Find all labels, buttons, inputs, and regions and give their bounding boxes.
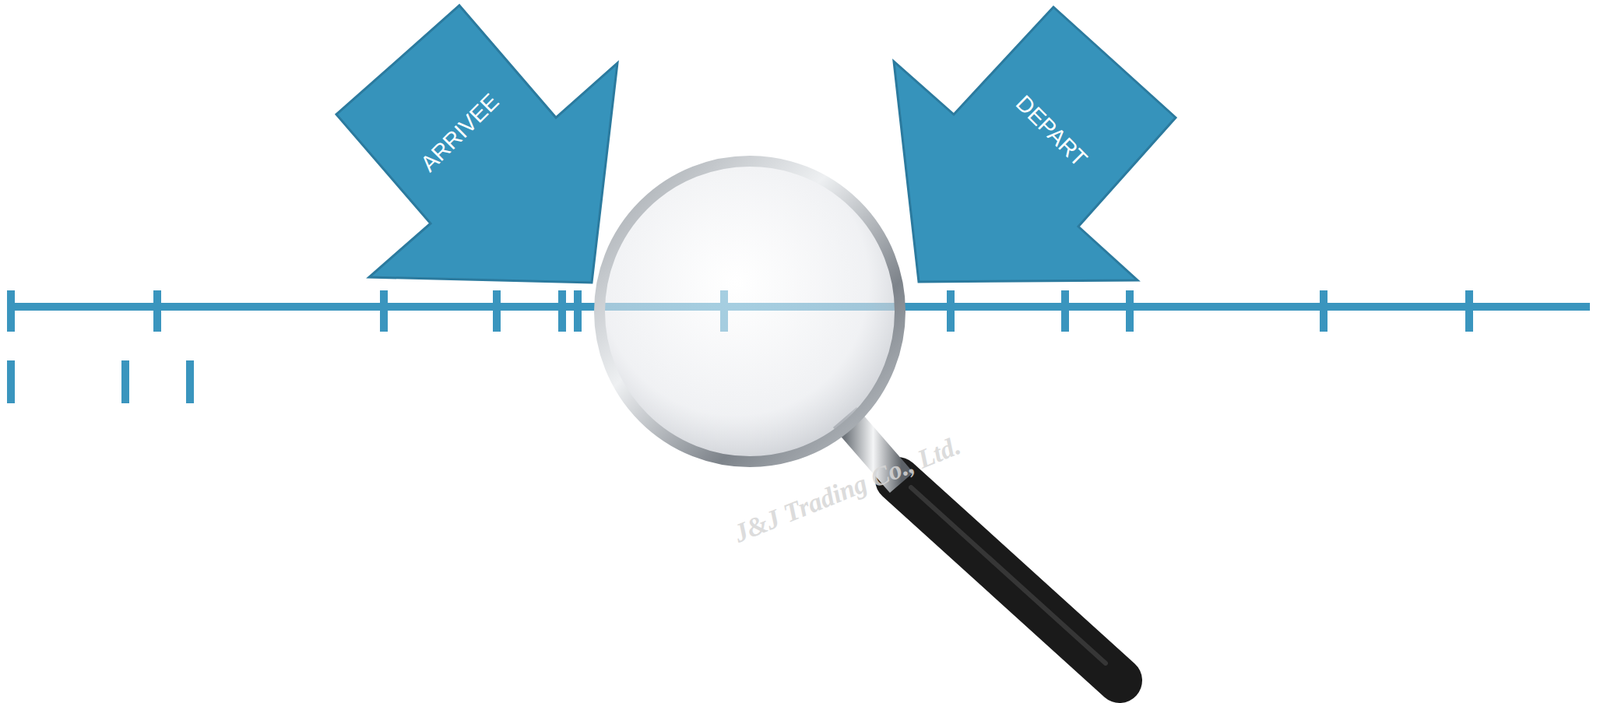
- tick-mark: [492, 290, 501, 332]
- glass-handle: [897, 479, 1120, 681]
- arrow-shape: [336, 5, 618, 283]
- lower-ticks: [7, 360, 194, 404]
- arrow-shape: [893, 7, 1176, 282]
- tick-mark: [946, 290, 955, 332]
- tick-mark: [1319, 290, 1328, 332]
- tick-mark: [186, 360, 194, 404]
- arrow-callout: DEPART: [893, 7, 1176, 282]
- arrow-outline: [893, 7, 1176, 282]
- tick-mark: [1061, 290, 1070, 332]
- glass-rim: [599, 161, 901, 462]
- tick-mark: [121, 360, 130, 404]
- tick-mark: [379, 290, 388, 332]
- tick-mark: [153, 290, 162, 332]
- tick-mark: [573, 290, 582, 332]
- tick-mark: [1125, 290, 1134, 332]
- handle-highlight: [910, 487, 1106, 664]
- arrow-callout: ARRIVEE: [336, 5, 618, 283]
- tick-mark: [7, 290, 15, 332]
- tick-mark: [1465, 290, 1474, 332]
- tick-mark: [558, 290, 567, 332]
- tick-mark: [7, 360, 15, 404]
- arrow-outline: [336, 5, 618, 283]
